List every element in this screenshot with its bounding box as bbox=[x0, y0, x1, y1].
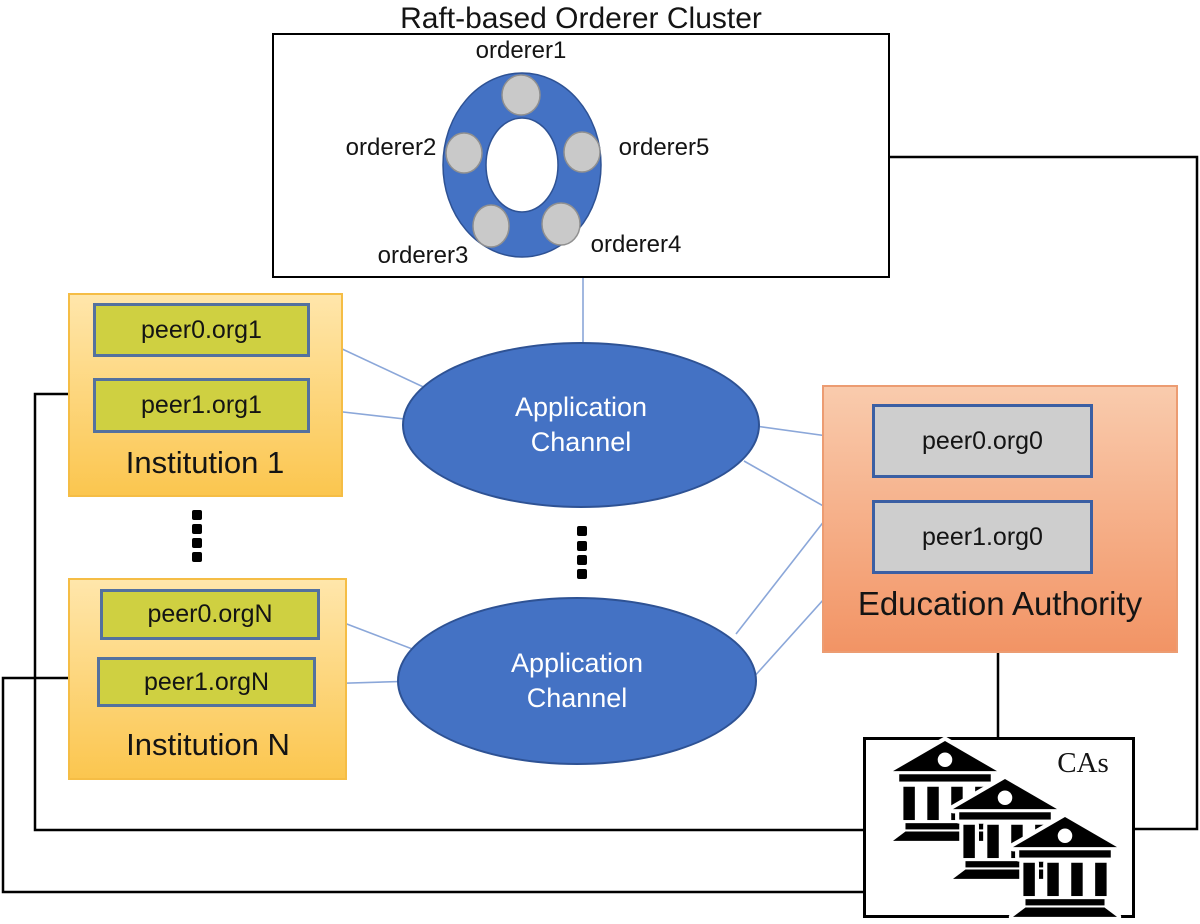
application-channel-1: Application Channel bbox=[402, 342, 760, 508]
ellipsis-dot bbox=[577, 569, 587, 579]
orderer2-label: orderer2 bbox=[345, 134, 437, 161]
ellipsis-dot bbox=[192, 552, 202, 562]
orderer3-label: orderer3 bbox=[377, 242, 469, 269]
orderer5-label: orderer5 bbox=[618, 134, 710, 161]
ellipsis-dot bbox=[192, 510, 202, 520]
institution-1-label: Institution 1 bbox=[125, 445, 285, 480]
cas-label: CAs bbox=[1057, 747, 1109, 779]
institution-n-label: Institution N bbox=[126, 727, 290, 762]
ellipsis-dot bbox=[577, 526, 587, 536]
ellipsis-dot bbox=[192, 538, 202, 548]
peer0-orgN-box: peer0.orgN bbox=[100, 589, 320, 640]
peer1-org0-box: peer1.org0 bbox=[872, 500, 1093, 574]
ellipsis-dot bbox=[192, 524, 202, 534]
education-authority-label: Education Authority bbox=[857, 585, 1143, 622]
diagram-title: Raft-based Orderer Cluster bbox=[400, 2, 762, 35]
peer0-org1-box: peer0.org1 bbox=[93, 303, 310, 357]
orderer4-label: orderer4 bbox=[590, 231, 682, 258]
application-channel-2-label: Application Channel bbox=[510, 647, 644, 713]
ellipsis-dot bbox=[577, 541, 587, 551]
orderer1-label: orderer1 bbox=[475, 37, 567, 64]
ellipsis-dot bbox=[577, 555, 587, 565]
application-channel-1-label: Application Channel bbox=[514, 391, 648, 457]
peer1-org1-box: peer1.org1 bbox=[93, 378, 310, 433]
peer1-orgN-box: peer1.orgN bbox=[97, 657, 316, 707]
application-channel-2: Application Channel bbox=[397, 597, 757, 765]
peer0-org0-box: peer0.org0 bbox=[872, 404, 1093, 478]
